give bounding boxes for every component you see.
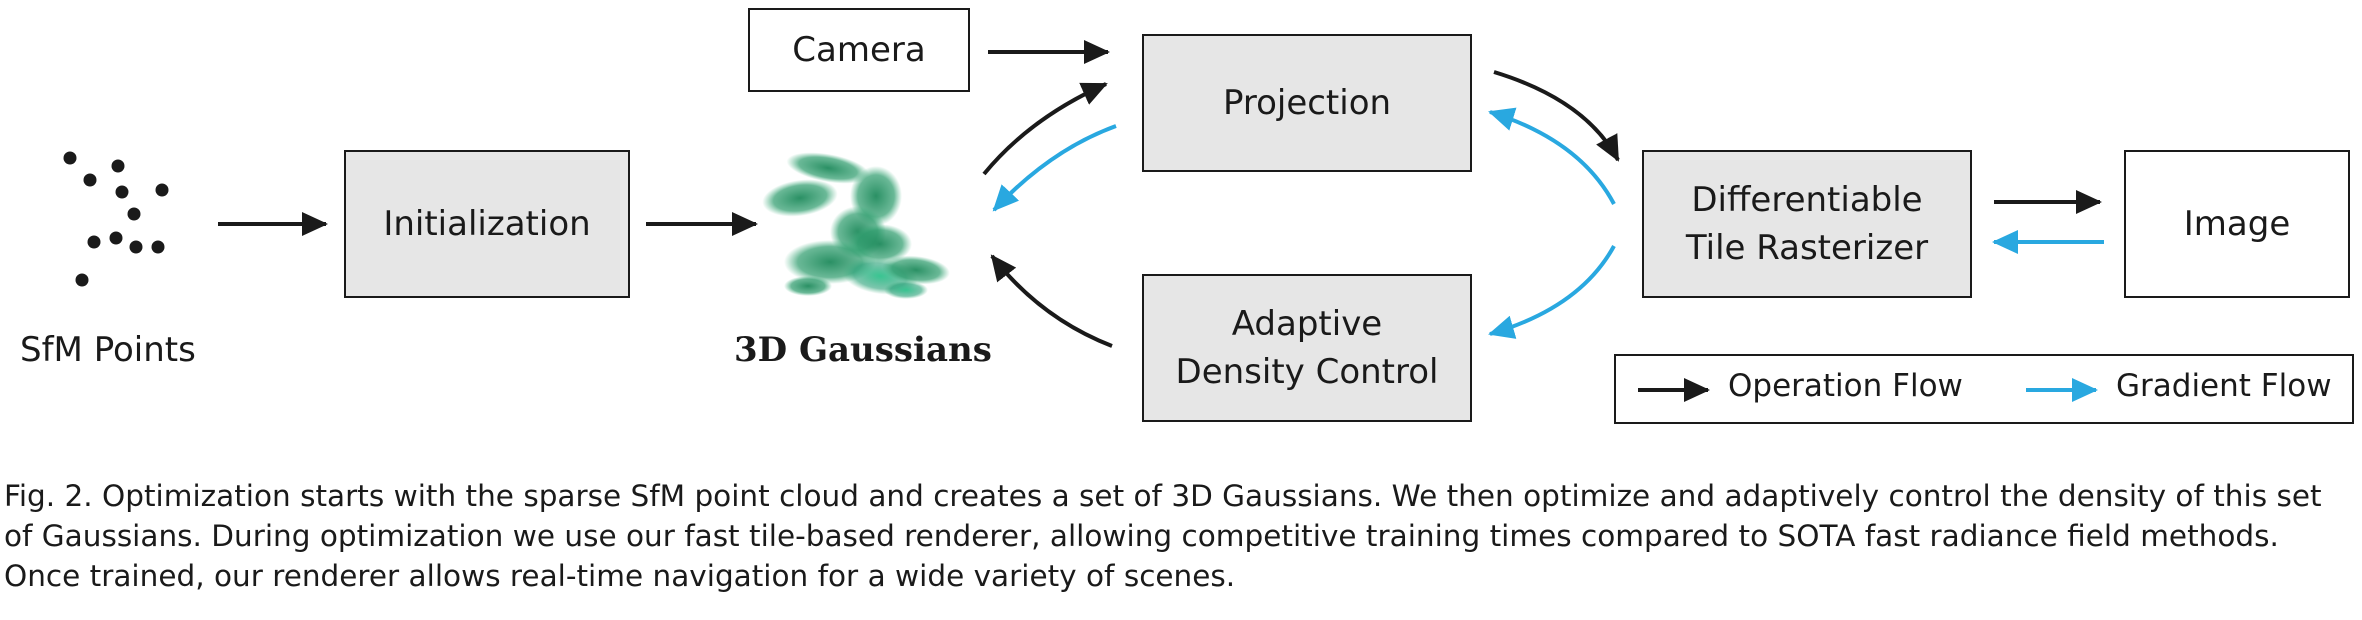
image-box: Image xyxy=(2124,150,2350,298)
legend-operation-label: Operation Flow xyxy=(1728,368,1963,404)
camera-box: Camera xyxy=(748,8,970,92)
rasterizer-label-line2: Tile Rasterizer xyxy=(1685,228,1929,268)
adc-label-line2: Density Control xyxy=(1175,352,1439,392)
camera-label: Camera xyxy=(792,30,926,70)
gaussians-blobs xyxy=(762,152,950,299)
caption-line-3: Once trained, our renderer allows real-t… xyxy=(4,559,1236,593)
diagram-arrows xyxy=(63,40,2104,348)
initialization-box: Initialization xyxy=(344,150,630,298)
projection-box: Projection xyxy=(1142,34,1472,172)
adc-label-line1: Adaptive xyxy=(1231,304,1383,344)
legend-gradient-label: Gradient Flow xyxy=(2116,368,2332,404)
adaptive-density-control-box: Adaptive Density Control xyxy=(1142,274,1472,422)
gaussians-label: 3D Gaussians xyxy=(734,330,992,370)
image-label: Image xyxy=(2183,204,2291,244)
sfm-points-label: SfM Points xyxy=(20,330,196,370)
caption-line-1: Fig. 2. Optimization starts with the spa… xyxy=(4,479,2322,513)
rasterizer-label-line1: Differentiable xyxy=(1691,180,1923,220)
sfm-points-dots xyxy=(63,151,169,287)
caption-line-2: of Gaussians. During optimization we use… xyxy=(4,519,2279,553)
projection-label: Projection xyxy=(1222,83,1392,123)
initialization-label: Initialization xyxy=(383,204,591,244)
pipeline-diagram: SfM Points Initialization 3D Gaussians C… xyxy=(20,8,2354,424)
figure-caption: Fig. 2. Optimization starts with the spa… xyxy=(4,476,2356,596)
legend: Operation Flow Gradient Flow xyxy=(1614,354,2354,424)
rasterizer-box: Differentiable Tile Rasterizer xyxy=(1642,150,1972,298)
legend-arrows xyxy=(1638,378,2098,402)
